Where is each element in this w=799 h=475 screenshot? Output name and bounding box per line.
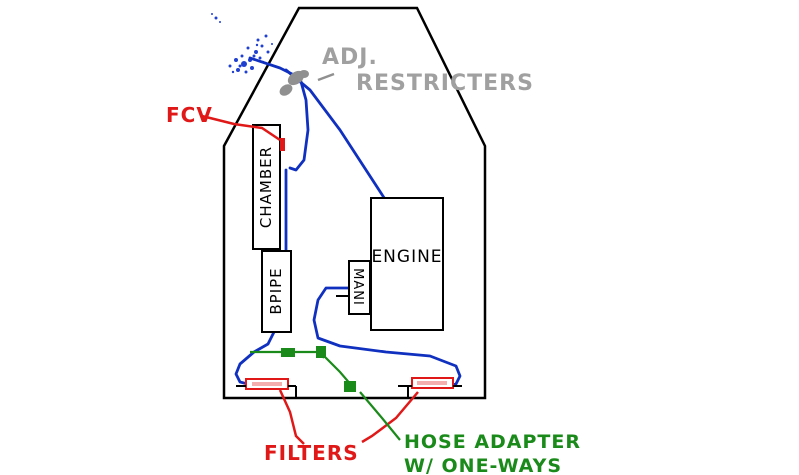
hose-adapter-label-line1: HOSE ADAPTER	[404, 431, 581, 453]
fcv-label: FCV	[166, 103, 213, 127]
engine-box: ENGINE	[370, 197, 444, 331]
hull-outline	[222, 6, 487, 400]
hose-adapters	[250, 346, 356, 392]
restricters-label-line2: RESTRICTERS	[356, 71, 534, 96]
chamber-label: CHAMBER	[257, 146, 275, 228]
bpipe-box: BPIPE	[261, 250, 292, 333]
filter-mounts	[236, 385, 462, 398]
adj-restricters	[279, 70, 309, 96]
fcv-marker	[280, 138, 285, 151]
chamber-box: CHAMBER	[252, 124, 281, 250]
mani-label: MANI	[350, 268, 365, 306]
mani-box: MANI	[348, 260, 371, 315]
hose-adapter-label-line2: W/ ONE-WAYS	[404, 455, 562, 475]
adapter-leader-line	[359, 391, 401, 441]
filter-left	[245, 378, 289, 390]
spray-marks	[211, 13, 273, 74]
bpipe-label: BPIPE	[267, 267, 285, 314]
filters-leader-left	[278, 389, 305, 445]
filter-right	[411, 377, 454, 389]
restricters-leader-line	[317, 72, 335, 82]
filters-label: FILTERS	[264, 441, 359, 465]
filters-leader-right	[361, 391, 419, 444]
engine-label: ENGINE	[371, 247, 442, 267]
restricters-label-line1: ADJ.	[322, 45, 378, 70]
fcv-leader-line	[201, 114, 281, 142]
